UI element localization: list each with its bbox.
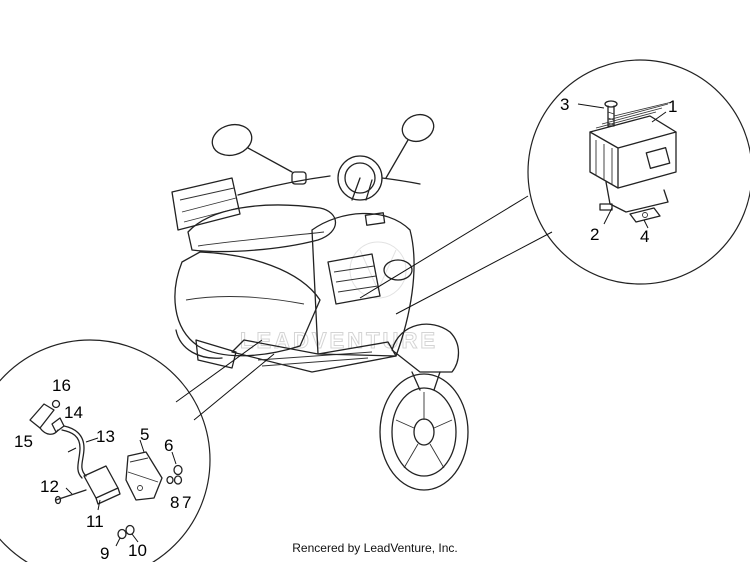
nut-part-10	[125, 524, 135, 536]
render-credit: Rencered by LeadVenture, Inc.	[292, 541, 458, 555]
ignition-coil-detail	[0, 339, 275, 562]
regulator-part-1	[589, 101, 677, 189]
voltage-regulator-detail	[359, 59, 750, 315]
callout-16: 16	[52, 376, 71, 395]
callout-5: 5	[140, 425, 149, 444]
callout-11: 11	[86, 512, 104, 531]
washer-part-9	[117, 528, 127, 540]
screw-part-3	[604, 100, 618, 127]
detail-circle-regulator	[527, 59, 750, 285]
callout-14: 14	[64, 403, 83, 422]
detail-circle-ignition	[0, 339, 211, 562]
callout-10: 10	[128, 541, 147, 560]
coil-bracket-part-5	[125, 451, 163, 501]
nut-part-6	[173, 464, 183, 476]
watermark-logo: LEADVENTURE	[240, 241, 438, 354]
callout-9: 9	[100, 544, 109, 562]
ignition-coil-part-11	[83, 465, 121, 505]
callout-15: 15	[14, 432, 33, 451]
spark-plug-cap-part-15	[29, 403, 59, 435]
screw-part-12	[55, 489, 87, 501]
bracket-part-2	[599, 181, 669, 213]
watermark-text: LEADVENTURE	[240, 328, 438, 353]
callout-13: 13	[96, 427, 115, 446]
callout-6: 6	[164, 436, 173, 455]
callout-3: 3	[560, 95, 569, 114]
callout-12: 12	[40, 477, 59, 496]
plate-part-4	[629, 207, 661, 223]
callout-4: 4	[640, 227, 649, 246]
washer-part-8	[166, 475, 174, 485]
washer-part-7	[173, 475, 183, 485]
detail-leader-line-ignition-1	[175, 339, 263, 403]
terminal-part-16	[51, 399, 61, 409]
ht-cable-part-13	[61, 429, 83, 479]
detail-leader-line-lower	[359, 195, 529, 299]
callout-7: 7	[182, 493, 191, 512]
callout-1: 1	[668, 97, 677, 116]
callout-8: 8	[170, 493, 179, 512]
detail-leader-line-ignition-2	[193, 353, 275, 421]
scooter-illustration	[171, 113, 469, 491]
callout-labels: 1 2 3 4 5 6 7 8 9 10 11 12 13 14 15 16	[14, 95, 677, 562]
detail-leader-line-upper	[395, 231, 553, 315]
callout-2: 2	[590, 225, 599, 244]
